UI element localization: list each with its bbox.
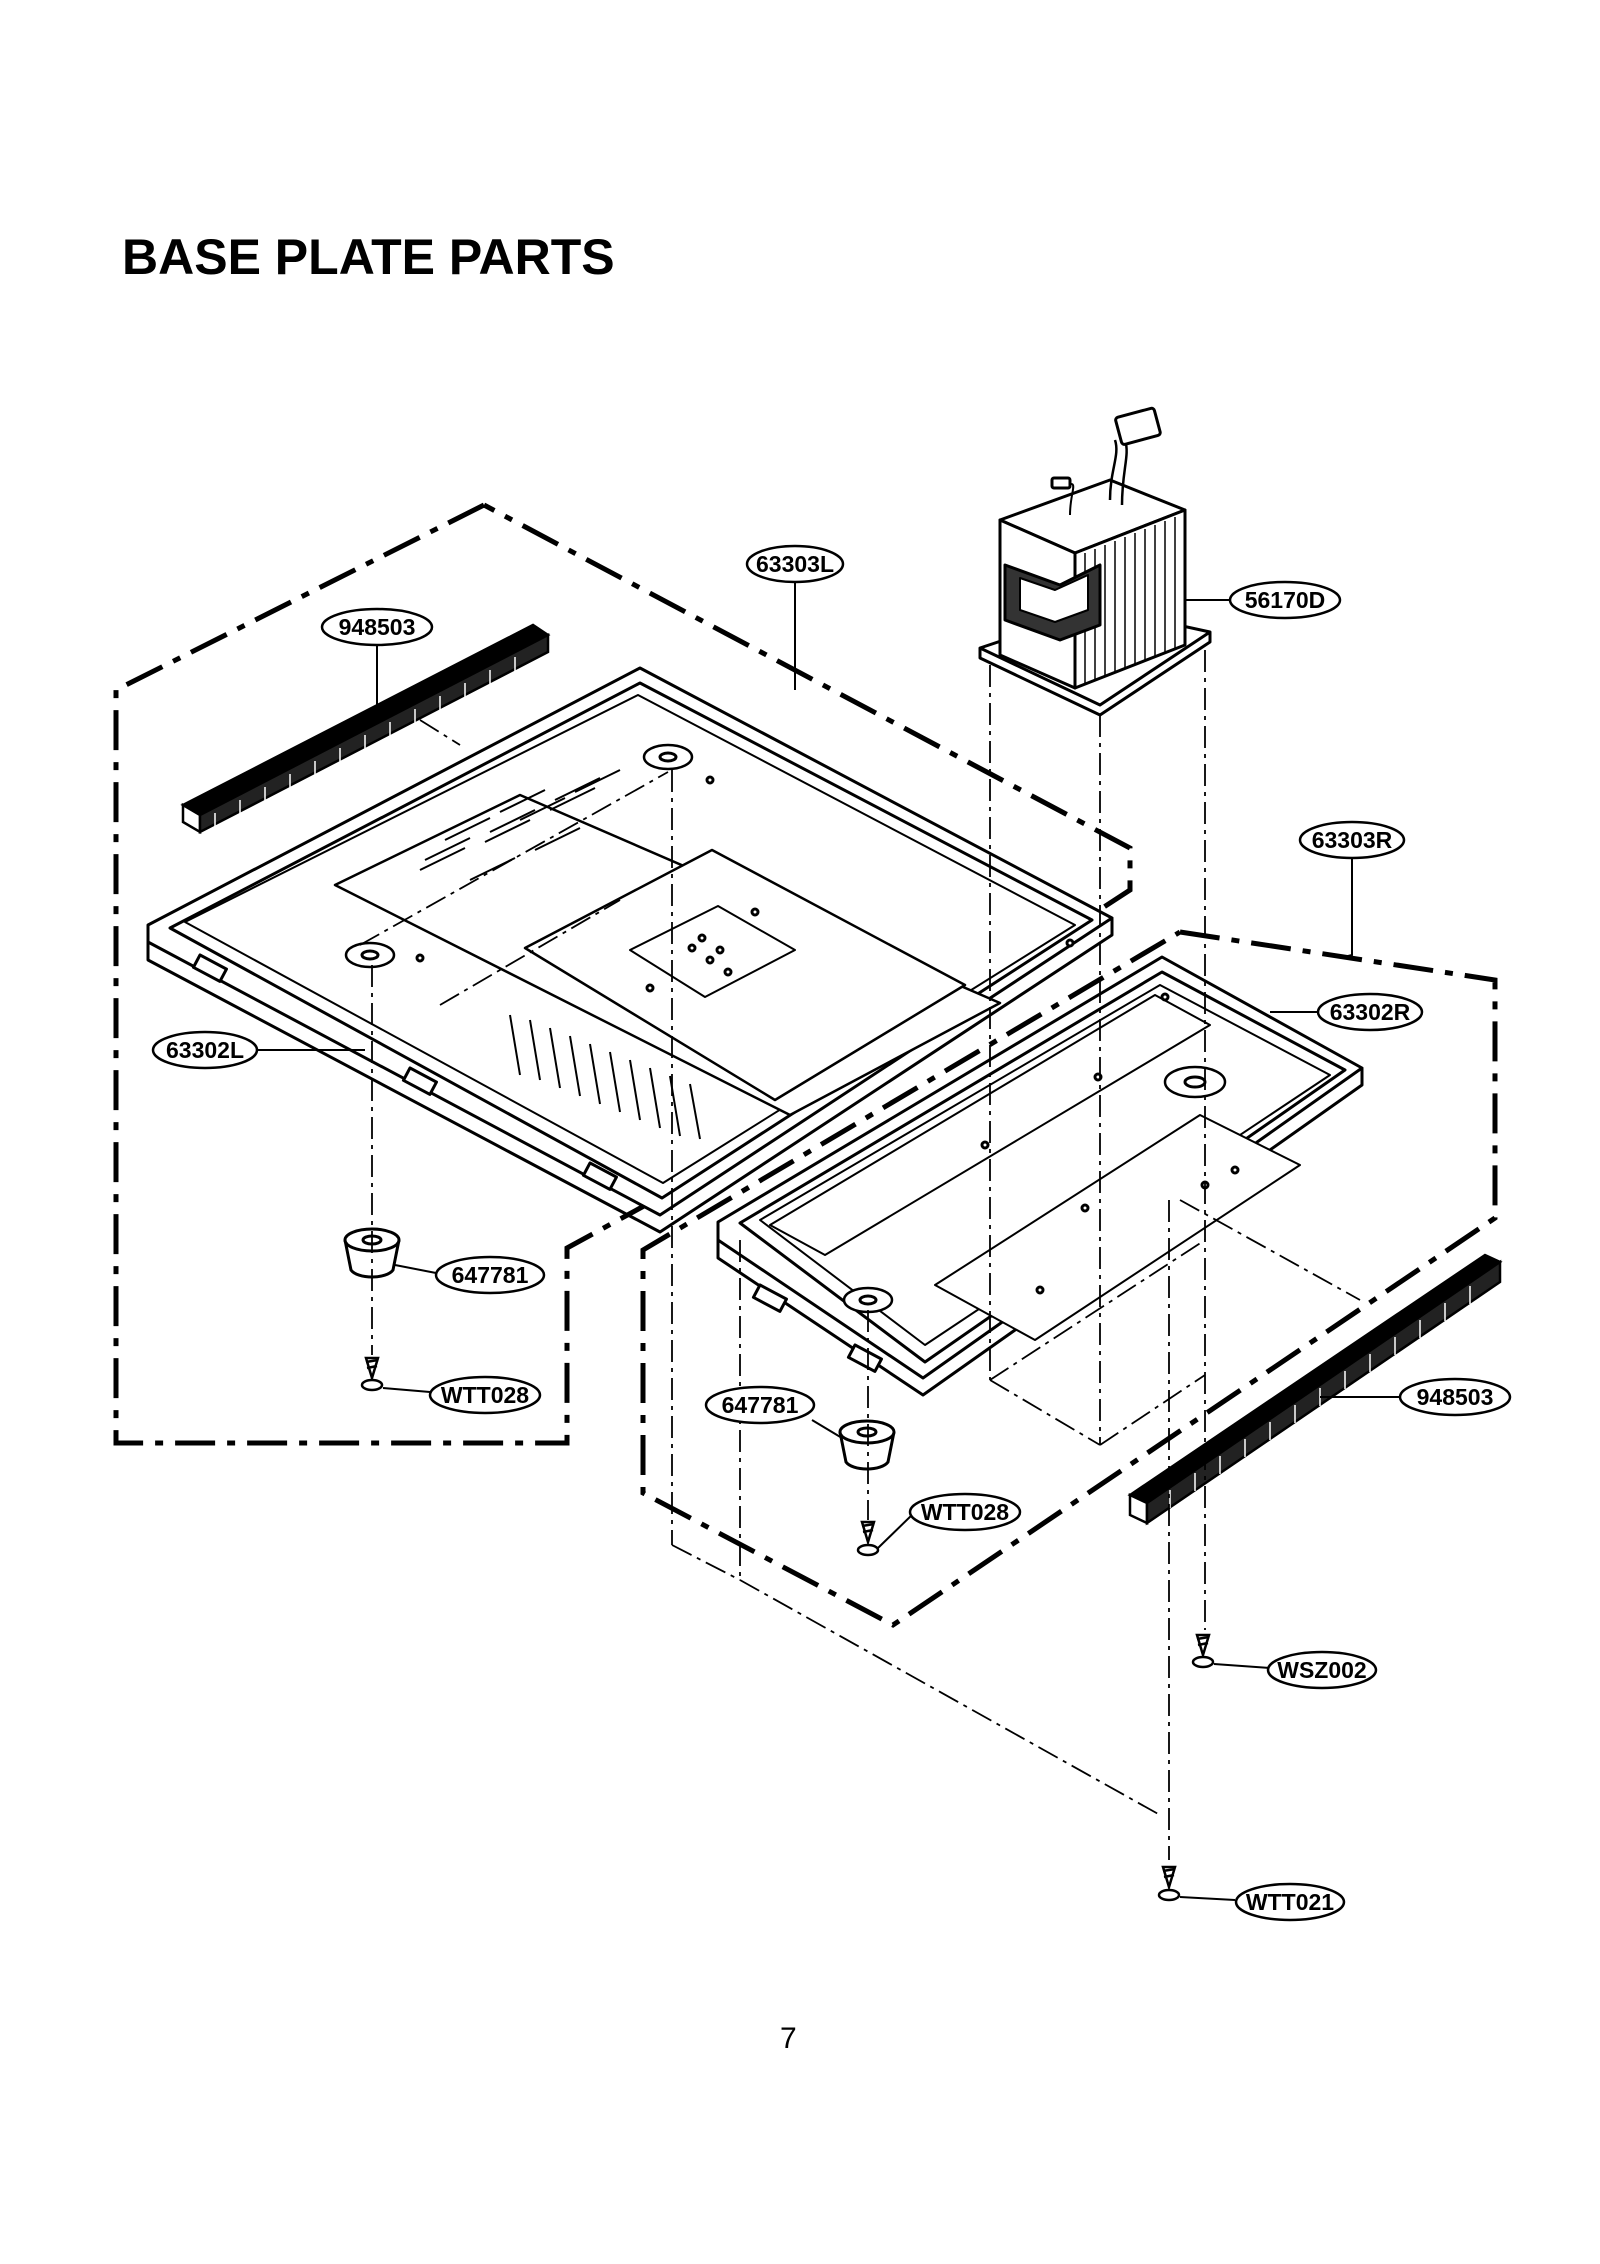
callout-647781-left: 647781 (434, 1255, 546, 1295)
svg-text:WTT028: WTT028 (921, 1499, 1009, 1525)
callout-56170D: 56170D (1228, 580, 1342, 620)
svg-text:948503: 948503 (339, 614, 416, 640)
screw-bottom (1157, 1865, 1181, 1902)
callout-948503-bottom: 948503 (1398, 1377, 1512, 1417)
svg-text:WSZ002: WSZ002 (1277, 1657, 1366, 1683)
page-number: 7 (780, 2022, 797, 2055)
alignment-lines (359, 650, 1361, 1860)
svg-text:63303L: 63303L (756, 551, 834, 577)
foot-right (838, 1419, 896, 1471)
svg-text:WTT028: WTT028 (441, 1382, 529, 1408)
callout-647781-right: 647781 (704, 1385, 816, 1425)
screw-left (360, 1356, 384, 1392)
svg-text:647781: 647781 (722, 1392, 799, 1418)
callout-63302L: 63302L (151, 1030, 259, 1070)
leader-lines (257, 582, 1400, 1901)
left-assembly-boundary (113, 502, 1133, 1446)
svg-text:948503: 948503 (1417, 1384, 1494, 1410)
transformer (978, 406, 1212, 717)
svg-text:WTT021: WTT021 (1246, 1889, 1334, 1915)
svg-text:63303R: 63303R (1312, 827, 1393, 853)
sponge-strip-bottom (1127, 1253, 1503, 1526)
callout-948503-top: 948503 (320, 607, 434, 647)
screw-right-1 (856, 1520, 880, 1557)
page-title: BASE PLATE PARTS (122, 229, 615, 285)
right-base-plate (716, 955, 1364, 1397)
callout-WSZ002: WSZ002 (1266, 1650, 1378, 1690)
callout-WTT028-left: WTT028 (428, 1375, 542, 1415)
svg-text:63302L: 63302L (166, 1037, 244, 1063)
left-base-plate (146, 666, 1114, 1234)
screw-right-2 (1191, 1633, 1215, 1669)
sponge-strip-top (180, 623, 551, 835)
callout-WTT021: WTT021 (1234, 1882, 1346, 1922)
callout-63303L: 63303L (745, 544, 845, 584)
svg-text:647781: 647781 (452, 1262, 529, 1288)
callout-63302R: 63302R (1316, 992, 1424, 1032)
callout-63303R: 63303R (1298, 820, 1406, 860)
callout-WTT028-right: WTT028 (908, 1492, 1022, 1532)
svg-text:63302R: 63302R (1330, 999, 1411, 1025)
svg-text:56170D: 56170D (1245, 587, 1326, 613)
right-assembly-boundary (640, 929, 1498, 1628)
